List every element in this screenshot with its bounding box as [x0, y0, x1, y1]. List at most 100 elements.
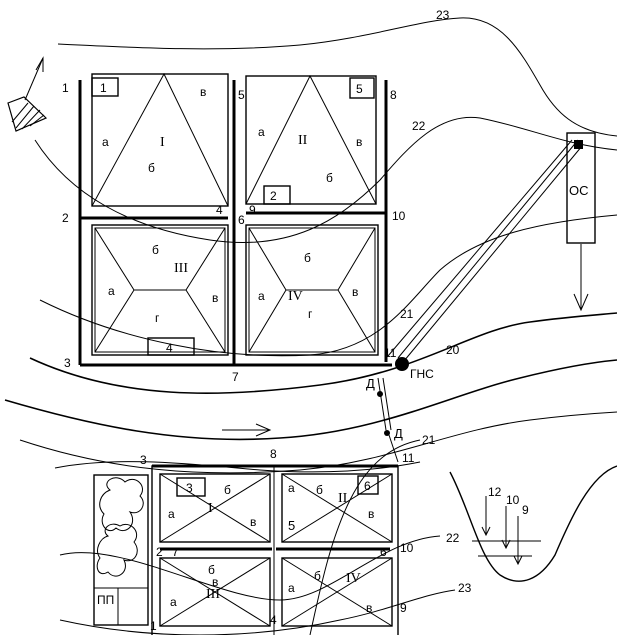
crossing-label-d2: Д: [394, 426, 403, 441]
bottom-field-IV-diag-2: [281, 557, 393, 627]
bottom-field-IV-roman: IV: [346, 571, 361, 586]
field-III-b: б: [152, 243, 159, 257]
bottom-field-I-v: в: [250, 515, 256, 529]
field-I-a: а: [102, 135, 109, 149]
pump-station-gns: [395, 357, 409, 371]
field-I-number-box: [91, 77, 119, 97]
field-III-number: 4: [166, 341, 173, 355]
bottom-field-IV: [281, 557, 393, 627]
label-1-bottom: 1: [150, 619, 157, 633]
bottom-field-II-v: в: [368, 507, 374, 521]
label-23-top: 23: [436, 8, 450, 22]
label-4: 4: [216, 203, 223, 217]
label-4-bottom: 4: [270, 613, 277, 627]
field-IV-diag-b: [337, 227, 376, 353]
field-I-v: в: [200, 85, 206, 99]
field-I-triangle: [91, 72, 229, 207]
contour-line-20-lower: [19, 411, 617, 474]
river-cross-section: [449, 465, 617, 582]
label-6: 6: [238, 213, 245, 227]
gns-label: ГНС: [410, 367, 434, 381]
field-IV-roman: IV: [288, 289, 303, 304]
field-IV-inner: [248, 227, 376, 353]
section-marker-10-head: [501, 539, 511, 550]
bottom-field-II-number: 6: [364, 479, 371, 493]
label-6-bottom: 6: [380, 545, 387, 559]
label-3: 3: [64, 356, 71, 370]
tree-outline-icon: [99, 477, 144, 532]
bottom-field-III-v: в: [212, 575, 218, 589]
field-II-roman: II: [298, 133, 308, 148]
label-21-top: 21: [400, 307, 414, 321]
tree-outline-icon-2: [96, 523, 138, 577]
contour-line-23-bottom: [59, 589, 456, 635]
field-II-v: в: [356, 135, 362, 149]
bottom-field-II-b: б: [316, 483, 323, 497]
bottom-field-I-diag-2: [159, 473, 271, 543]
bottom-field-III-b: б: [208, 563, 215, 577]
label-22-bottom: 22: [446, 531, 460, 545]
pressure-pipe-1: [397, 139, 579, 359]
field-III-inner: [94, 227, 226, 353]
field-IV-g: г: [308, 307, 313, 321]
label-8: 8: [390, 88, 397, 102]
field-IV-b: б: [304, 251, 311, 265]
bottom-field-IV-v: в: [366, 601, 372, 615]
label-1: 1: [62, 81, 69, 95]
field-I-b: б: [148, 161, 155, 175]
label-22-top: 22: [412, 119, 426, 133]
label-10: 10: [392, 209, 406, 223]
field-II-number-box: [349, 77, 375, 99]
label-8-bottom: 8: [270, 447, 277, 461]
bottom-field-II-diag-2: [281, 473, 393, 543]
bottom-field-I: [159, 473, 271, 543]
label-23-bottom: 23: [458, 581, 472, 595]
treatment-facility-os: [566, 132, 596, 244]
field-III-v: в: [212, 291, 218, 305]
field-IV-a: а: [258, 289, 265, 303]
crossing-label-d1: Д: [366, 376, 375, 391]
river-crossing-pipe-b: [382, 377, 392, 431]
field-II-triangle: [245, 74, 377, 205]
label-3-bottom: 3: [140, 453, 147, 467]
os-label: ОС: [569, 183, 589, 198]
bottom-field-I-number: 3: [186, 481, 193, 495]
pressure-pipe-2: [403, 145, 583, 362]
bottom-field-I-number-box: [176, 477, 206, 497]
label-2: 2: [62, 211, 69, 225]
label-11-bottom: 11: [402, 451, 415, 465]
bottom-field-III-roman: III: [206, 587, 220, 602]
river-bank-lower: [4, 359, 617, 441]
compass-needle-line: [24, 57, 44, 101]
bottom-field-IV-a: а: [288, 581, 295, 595]
bottom-field-III-a: а: [170, 595, 177, 609]
label-7-bottom: 7: [172, 545, 179, 559]
bottom-field-II-a: а: [288, 481, 295, 495]
label-5: 5: [238, 88, 245, 102]
field-I-top: [91, 73, 229, 207]
field-II-number-2: 2: [270, 189, 277, 203]
section-marker-12-head: [481, 526, 491, 537]
label-5-bottom: 5: [288, 518, 295, 533]
label-21-bottom: 21: [422, 433, 436, 447]
contour-line-21-top: [39, 214, 617, 357]
label-7: 7: [232, 370, 239, 384]
crossing-node-d1: [377, 391, 383, 397]
field-II-top: [245, 75, 377, 205]
label-11: 11: [384, 346, 397, 360]
field-II-number-box-2: [263, 185, 291, 205]
crossing-pipe-to-block: [387, 431, 399, 463]
bottom-field-II: [281, 473, 393, 543]
field-II-b: б: [326, 171, 333, 185]
field-II-number: 5: [356, 82, 363, 96]
section-marker-9-head: [513, 555, 523, 566]
field-III-number-box: [147, 337, 195, 356]
field-III-g: г: [155, 311, 160, 325]
field-IV-top: [245, 224, 379, 356]
contour-line-23-top: [57, 17, 617, 137]
bottom-field-III-diag-2: [159, 557, 271, 627]
compass-hatch: [11, 102, 45, 130]
crossing-node-d2: [384, 430, 390, 436]
section-label-12: 12: [488, 485, 502, 499]
